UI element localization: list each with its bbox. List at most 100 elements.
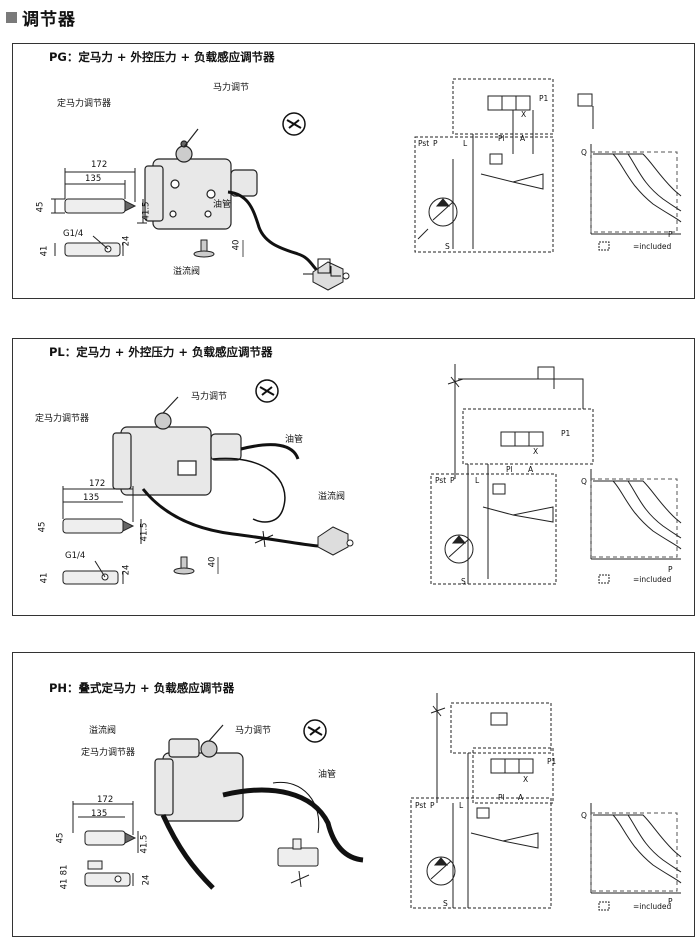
sch-p: P: [430, 801, 435, 810]
dim-w2: 135: [85, 174, 102, 184]
sch-ps: Pst: [415, 801, 427, 810]
relief-valve: [312, 261, 350, 291]
header-square-icon: [6, 11, 17, 23]
graph-p: P: [668, 230, 673, 239]
label-oil-pipe: 油管: [285, 435, 304, 445]
hydraulic-schematic: [430, 364, 594, 585]
hydraulic-schematic: [414, 78, 594, 253]
cylinder-drawing-1: [72, 801, 139, 853]
dim-w2: 135: [91, 809, 108, 819]
cylinder-drawing-1: [62, 486, 142, 544]
panel-pg: PG：定马力 + 外控压力 + 负载感应调节器: [12, 43, 695, 299]
cylinder-drawing-2: [84, 860, 134, 887]
pump-body: [144, 128, 258, 230]
sch-a: A: [518, 793, 524, 802]
oil-pipe: [141, 488, 319, 548]
label-relief-valve: 溢流阀: [173, 267, 201, 277]
dim-h1: 45: [35, 201, 46, 213]
dim-h3: 41: [39, 572, 50, 584]
dim-h1: 45: [55, 832, 66, 844]
pump-body: [154, 724, 244, 822]
sch-x: X: [521, 110, 527, 119]
dim-h2: 41.5: [139, 834, 150, 854]
sch-s: S: [461, 577, 466, 586]
panel-pl: PL：定马力 + 外控压力 + 负载感应调节器: [12, 338, 695, 616]
label-hp-adjust: 马力调节: [213, 83, 250, 93]
graph-q: Q: [581, 477, 587, 486]
dim-h4: 24: [141, 874, 152, 886]
pump-body: [112, 396, 242, 496]
panel-title: PH：叠式定马力 + 负载感应调节器: [49, 681, 235, 695]
label-regulator: 定马力调节器: [57, 99, 112, 109]
pl-drawing: [62, 364, 682, 585]
panel-title: PG：定马力 + 外控压力 + 负载感应调节器: [49, 50, 275, 64]
dim-h4: 24: [121, 235, 132, 247]
sch-ps: Pst: [418, 139, 430, 148]
hydraulic-schematic: [410, 693, 554, 909]
dim-h2: 41.5: [141, 201, 152, 221]
oil-pipe: [160, 813, 215, 890]
oil-pipe-loop: [272, 781, 320, 834]
label-hp-adjust: 马力调节: [191, 392, 228, 402]
dim-h3: 81: [59, 864, 70, 876]
graph-legend: =included: [633, 902, 672, 911]
sch-p: P: [433, 139, 438, 148]
sch-pl: Pl: [506, 465, 513, 474]
relief-symbol: [303, 258, 341, 277]
graph-p: P: [668, 897, 673, 906]
cylinder-drawing-2: [54, 235, 124, 257]
sch-l: L: [459, 801, 464, 810]
oil-pipe: [227, 190, 324, 278]
graph-q: Q: [581, 148, 587, 157]
label-relief-valve: 溢流阀: [89, 726, 117, 736]
wrench-icon: [303, 719, 327, 743]
graph-p: P: [668, 565, 673, 574]
dim-h3b: 41: [59, 878, 70, 890]
sch-l: L: [475, 476, 480, 485]
panel-ph: PH：叠式定马力 + 负载感应调节器: [12, 652, 695, 937]
throttle: [254, 530, 274, 548]
sch-l: L: [463, 139, 468, 148]
sch-x: X: [523, 775, 529, 784]
sch-s: S: [445, 242, 450, 251]
pg-drawing: [51, 78, 682, 291]
label-hp-adjust: 马力调节: [235, 726, 272, 736]
section-title: 调节器: [22, 9, 76, 30]
label-oil-pipe: 油管: [318, 770, 337, 780]
label-regulator: 定马力调节器: [35, 414, 90, 424]
dim-port: G1/4: [65, 551, 86, 561]
sch-a: A: [520, 134, 526, 143]
dim-h1: 45: [37, 521, 48, 533]
dim-h4: 24: [121, 564, 132, 576]
dim-w1: 172: [97, 795, 114, 805]
relief-valve: [317, 526, 354, 556]
oil-pipe-2: [222, 787, 364, 863]
dim-w1: 172: [89, 479, 106, 489]
dim-port: G1/4: [63, 229, 84, 239]
pq-graph: [590, 144, 682, 251]
dim-h5: 40: [207, 556, 218, 568]
throttle-body: [277, 838, 319, 888]
wrench-icon: [255, 379, 279, 403]
cylinder-drawing-2: [62, 560, 124, 585]
pq-graph: [590, 469, 682, 584]
dim-w1: 172: [91, 160, 108, 170]
sch-p1: P1: [539, 94, 549, 103]
sch-s: S: [443, 899, 448, 908]
dim-w2: 135: [83, 493, 100, 503]
panel-title: PL：定马力 + 外控压力 + 负载感应调节器: [49, 345, 273, 359]
sch-p: P: [450, 476, 455, 485]
sch-p1: P1: [561, 429, 571, 438]
sch-pl: Pl: [498, 134, 505, 143]
oil-pipe-2: [240, 443, 300, 460]
sch-x: X: [533, 447, 539, 456]
cylinder-drawing-1: [51, 168, 147, 224]
label-oil-pipe: 油管: [213, 200, 232, 210]
graph-legend: =included: [633, 575, 672, 584]
graph-legend: =included: [633, 242, 672, 251]
wrench-icon: [282, 112, 306, 136]
dim-h3: 41: [39, 245, 50, 257]
oil-pipe-loop: [212, 457, 286, 523]
sch-a: A: [528, 465, 534, 474]
label-relief-valve: 溢流阀: [318, 492, 346, 502]
